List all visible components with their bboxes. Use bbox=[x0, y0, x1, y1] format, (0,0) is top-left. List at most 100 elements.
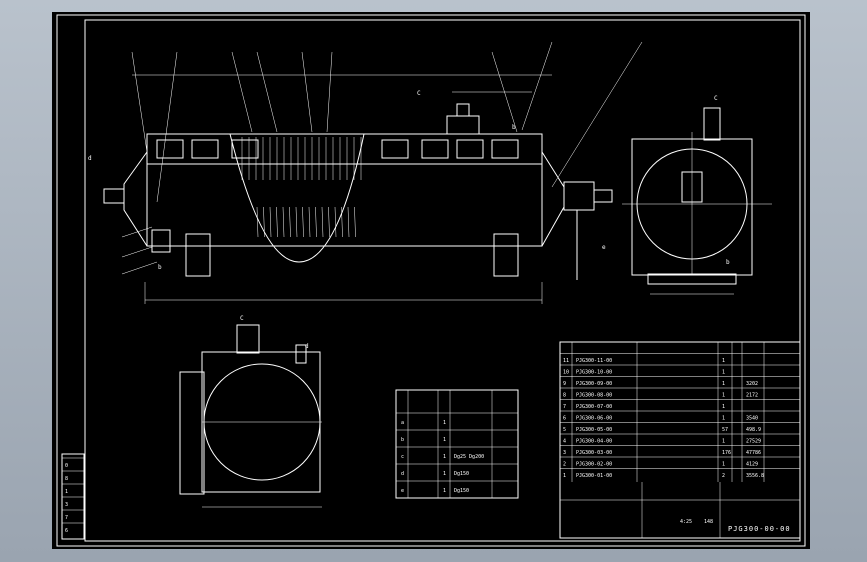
rotor-tooth-lower bbox=[328, 206, 330, 238]
nozzle-id: a bbox=[401, 420, 404, 426]
side-view: C b bbox=[622, 95, 772, 295]
part-code: PJG300-03-00 bbox=[576, 450, 612, 456]
rotor-comb bbox=[241, 137, 362, 180]
leader-line bbox=[301, 51, 313, 133]
rotor-comb-lower bbox=[256, 206, 356, 238]
drawing-inner-frame bbox=[84, 19, 801, 542]
part-mass: 3556.8 bbox=[746, 473, 764, 479]
view-label-b: b bbox=[512, 124, 516, 131]
drum-hatch bbox=[156, 139, 184, 159]
part-code: PJG300-08-00 bbox=[576, 393, 612, 399]
rotor-tooth-lower bbox=[276, 206, 278, 238]
revision-entry: 6 bbox=[65, 528, 68, 534]
hatch-row bbox=[156, 139, 519, 159]
part-qty: 1 bbox=[722, 439, 725, 445]
rotor-tooth-lower bbox=[282, 206, 285, 238]
part-mass: 4129 bbox=[746, 462, 758, 468]
left-shaft-housing bbox=[103, 188, 125, 204]
part-qty: 1 bbox=[722, 381, 725, 387]
view-label-b2: b bbox=[158, 264, 162, 271]
section-view-label-d: d bbox=[305, 343, 309, 350]
leader-line bbox=[156, 51, 178, 203]
top-nozzle bbox=[446, 115, 480, 135]
drum-hatch bbox=[421, 139, 449, 159]
part-code: PJG300-06-00 bbox=[576, 416, 612, 422]
part-number: 5 bbox=[563, 427, 566, 433]
part-code: PJG300-09-00 bbox=[576, 381, 612, 387]
revision-entry: 7 bbox=[65, 515, 68, 521]
part-code: PJG300-07-00 bbox=[576, 404, 612, 410]
nozzle-qty: 1 bbox=[443, 488, 446, 494]
support-foot-right bbox=[493, 233, 519, 277]
drawing-number: PJG300-00-00 bbox=[728, 525, 791, 533]
part-qty: 1 bbox=[722, 462, 725, 468]
nozzle-spec: Dg25 Dg200 bbox=[454, 454, 484, 460]
nozzle-spec: Dg150 bbox=[454, 471, 469, 477]
leader-line bbox=[491, 51, 518, 133]
part-code: PJG300-10-00 bbox=[576, 370, 612, 376]
top-nozzle-flange bbox=[456, 103, 470, 117]
section-top-nozzle bbox=[236, 324, 260, 354]
side-inner-part bbox=[681, 171, 703, 203]
side-housing bbox=[631, 138, 753, 276]
part-qty: 57 bbox=[722, 427, 728, 433]
part-number: 11 bbox=[563, 358, 569, 364]
part-code: PJG300-11-00 bbox=[576, 358, 612, 364]
rotor-tooth-lower bbox=[334, 206, 337, 238]
part-number: 7 bbox=[563, 404, 566, 410]
drum-top-band bbox=[146, 133, 543, 165]
part-mass: 3202 bbox=[746, 381, 758, 387]
part-mass: 498.9 bbox=[746, 427, 761, 433]
leader-line bbox=[231, 51, 253, 133]
part-qty: 1 bbox=[722, 393, 725, 399]
part-qty: 1 bbox=[722, 416, 725, 422]
right-end-cap bbox=[541, 151, 565, 247]
leader-line bbox=[131, 51, 148, 153]
nozzle-qty: 1 bbox=[443, 437, 446, 443]
drawing-ratio: 4:25 bbox=[680, 519, 692, 525]
section-view-label-c: C bbox=[240, 315, 244, 322]
leader-line bbox=[121, 226, 153, 238]
part-number: 2 bbox=[563, 462, 566, 468]
drum-hatch bbox=[456, 139, 484, 159]
revision-entry: 8 bbox=[65, 476, 68, 482]
bearing-block bbox=[151, 229, 171, 253]
side-view-label-b: b bbox=[726, 259, 730, 266]
part-code: PJG300-05-00 bbox=[576, 427, 612, 433]
rotor-tooth-lower bbox=[289, 206, 291, 238]
nozzle-qty: 1 bbox=[443, 420, 446, 426]
section-view: C d bbox=[179, 315, 322, 508]
part-qty: 176 bbox=[722, 450, 731, 456]
part-number: 8 bbox=[563, 393, 566, 399]
view-label-d: d bbox=[88, 155, 92, 162]
part-qty: 2 bbox=[722, 473, 725, 479]
rotor-tooth-lower bbox=[347, 206, 350, 238]
part-mass: 27529 bbox=[746, 439, 761, 445]
leader-line bbox=[551, 41, 643, 188]
part-qty: 1 bbox=[722, 404, 725, 410]
view-label-e: e bbox=[602, 244, 606, 251]
view-label-c: C bbox=[417, 90, 421, 97]
part-number: 9 bbox=[563, 381, 566, 387]
support-foot-left bbox=[185, 233, 211, 277]
revision-column-frame bbox=[61, 453, 85, 540]
drum-hatch bbox=[191, 139, 219, 159]
nozzle-table-frame bbox=[395, 389, 519, 499]
nozzle-id: c bbox=[401, 454, 404, 460]
drum-hatch bbox=[381, 139, 409, 159]
nozzle-id: b bbox=[401, 437, 404, 443]
part-code: PJG300-02-00 bbox=[576, 462, 612, 468]
leader-line bbox=[256, 51, 278, 133]
drawing-outer-frame bbox=[56, 14, 806, 547]
left-end-cap bbox=[123, 151, 148, 247]
revision-entry: 0 bbox=[65, 463, 68, 469]
drive-housing bbox=[563, 181, 595, 211]
part-code: PJG300-01-00 bbox=[576, 473, 612, 479]
part-number: 10 bbox=[563, 370, 569, 376]
part-qty: 1 bbox=[722, 358, 725, 364]
nozzle-id: e bbox=[401, 488, 404, 494]
